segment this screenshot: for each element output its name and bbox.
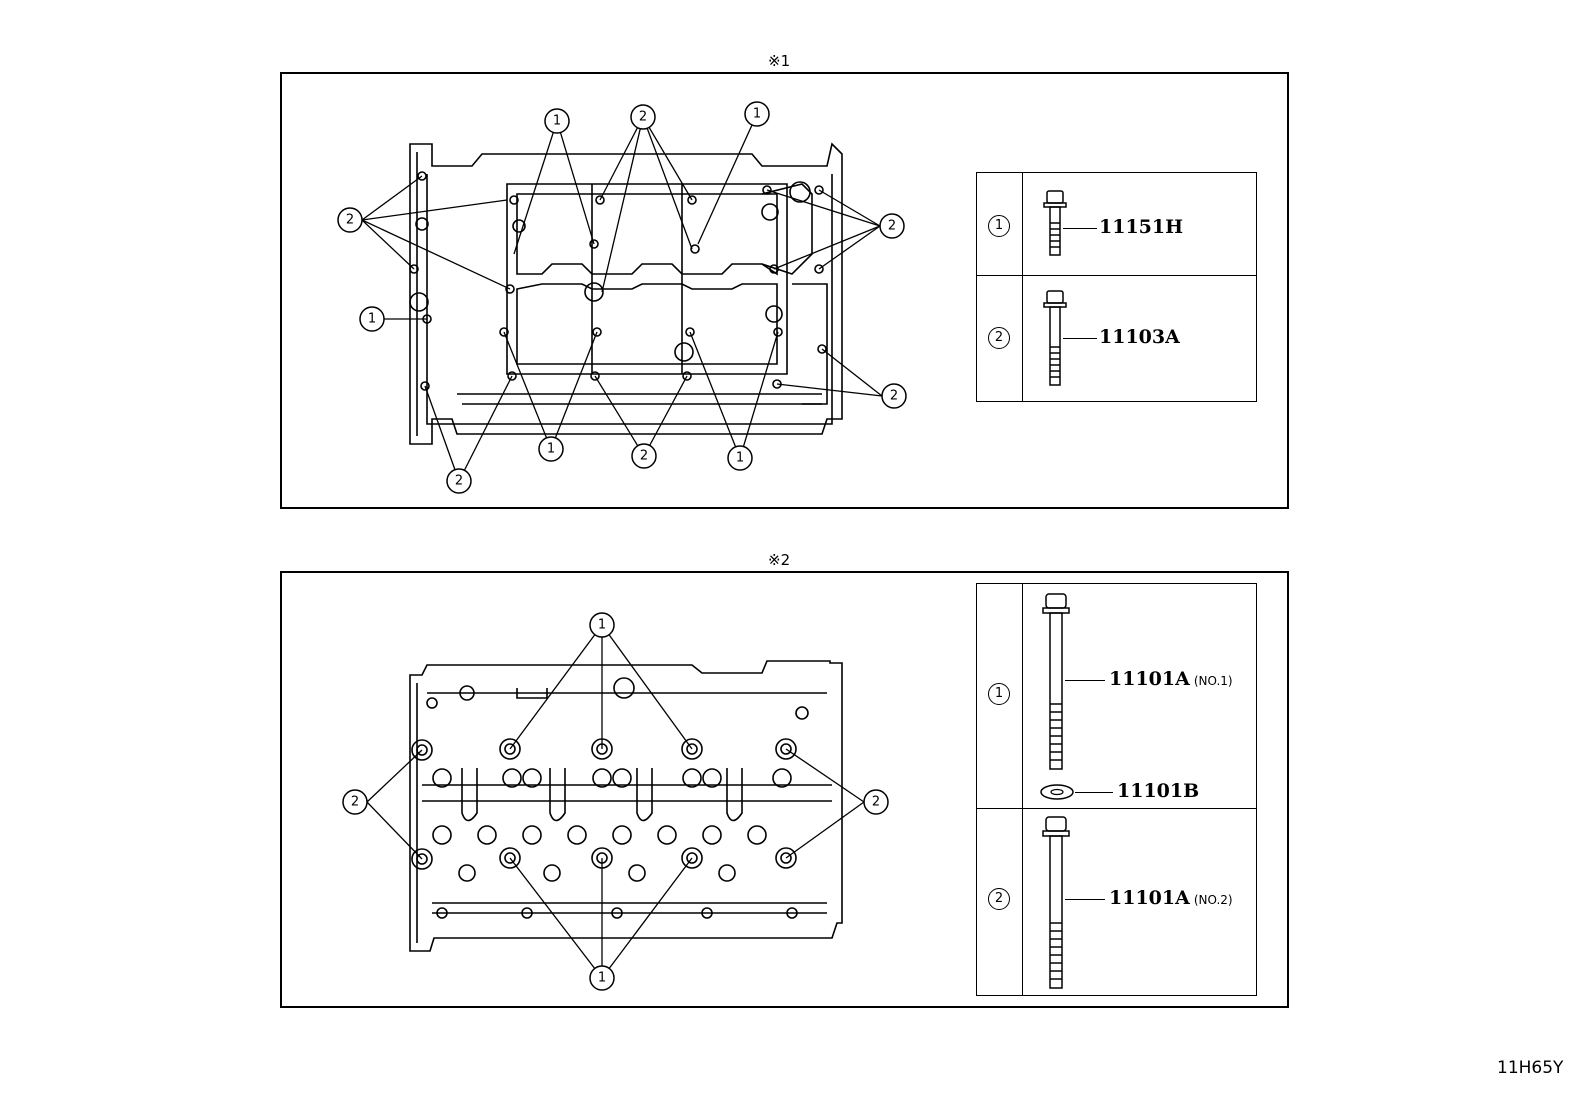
- panel-2-cylinder-head: 1 1 2 2 1 11101A(NO.1): [280, 571, 1289, 1008]
- washer-icon: [1040, 784, 1074, 800]
- cylinder-head-drawing: 1 1 2 2: [342, 612, 889, 991]
- callout-2: 2: [890, 389, 898, 404]
- part-number-11101A-no2: 11101A(NO.2): [1109, 887, 1233, 909]
- leader-line: [1065, 899, 1105, 900]
- callout-1: 1: [736, 451, 744, 466]
- short-bolt-icon: [1043, 190, 1067, 256]
- panel-1-caption: ※1: [768, 52, 791, 70]
- part-number-11151H: 11151H: [1099, 216, 1184, 238]
- head-bolt-icon: [1042, 593, 1070, 770]
- callout-2: 2: [351, 795, 359, 810]
- panel-1-cylinder-block: 1 2 1 2 1 2 2 2 1 2 1 1: [280, 72, 1289, 509]
- callout-1: 1: [598, 971, 606, 986]
- part-number-11101A-no1: 11101A(NO.1): [1109, 668, 1233, 690]
- leader-line: [1063, 338, 1097, 339]
- callout-1: 1: [598, 618, 606, 633]
- legend-callout-circle: 1: [988, 215, 1010, 237]
- callout-2: 2: [888, 219, 896, 234]
- leader-line: [1065, 680, 1105, 681]
- part-note: (NO.1): [1193, 674, 1233, 688]
- legend-callout-circle: 2: [988, 888, 1010, 910]
- legend-callout-circle: 1: [988, 683, 1010, 705]
- long-bolt-icon: [1043, 290, 1067, 386]
- part-number-11101B: 11101B: [1117, 780, 1200, 802]
- callout-1: 1: [368, 312, 376, 327]
- legend-row-2: 2 11101A(NO.2): [977, 808, 1256, 996]
- part-number: 11101A: [1109, 887, 1190, 909]
- legend-row-1: 1 11101A(NO.1) 11101B: [977, 584, 1256, 808]
- illustration-code: 11H65Y: [1497, 1058, 1564, 1078]
- panel-1-legend-table: 1 11151H 2: [976, 172, 1257, 402]
- callout-2: 2: [455, 474, 463, 489]
- part-note: (NO.2): [1193, 893, 1233, 907]
- panel-2-legend-table: 1 11101A(NO.1) 11101B: [976, 583, 1257, 996]
- callout-2: 2: [640, 449, 648, 464]
- legend-row-1: 1 11151H: [977, 173, 1256, 275]
- leader-line: [1075, 792, 1113, 793]
- callout-1: 1: [553, 114, 561, 129]
- part-number: 11101A: [1109, 668, 1190, 690]
- callout-2: 2: [346, 213, 354, 228]
- legend-divider: [1022, 173, 1023, 401]
- callout-1: 1: [547, 442, 555, 457]
- leader-line: [1063, 228, 1097, 229]
- cylinder-block-drawing: 1 2 1 2 1 2 2 2 1 2 1: [337, 101, 907, 494]
- callout-2: 2: [872, 795, 880, 810]
- legend-divider: [1022, 584, 1023, 995]
- callout-1: 1: [753, 107, 761, 122]
- legend-row-2: 2 11103A: [977, 275, 1256, 402]
- panel-2-caption: ※2: [768, 551, 791, 569]
- part-number-11103A: 11103A: [1099, 326, 1180, 348]
- legend-callout-circle: 2: [988, 327, 1010, 349]
- callout-2: 2: [639, 110, 647, 125]
- head-bolt-icon: [1042, 816, 1070, 989]
